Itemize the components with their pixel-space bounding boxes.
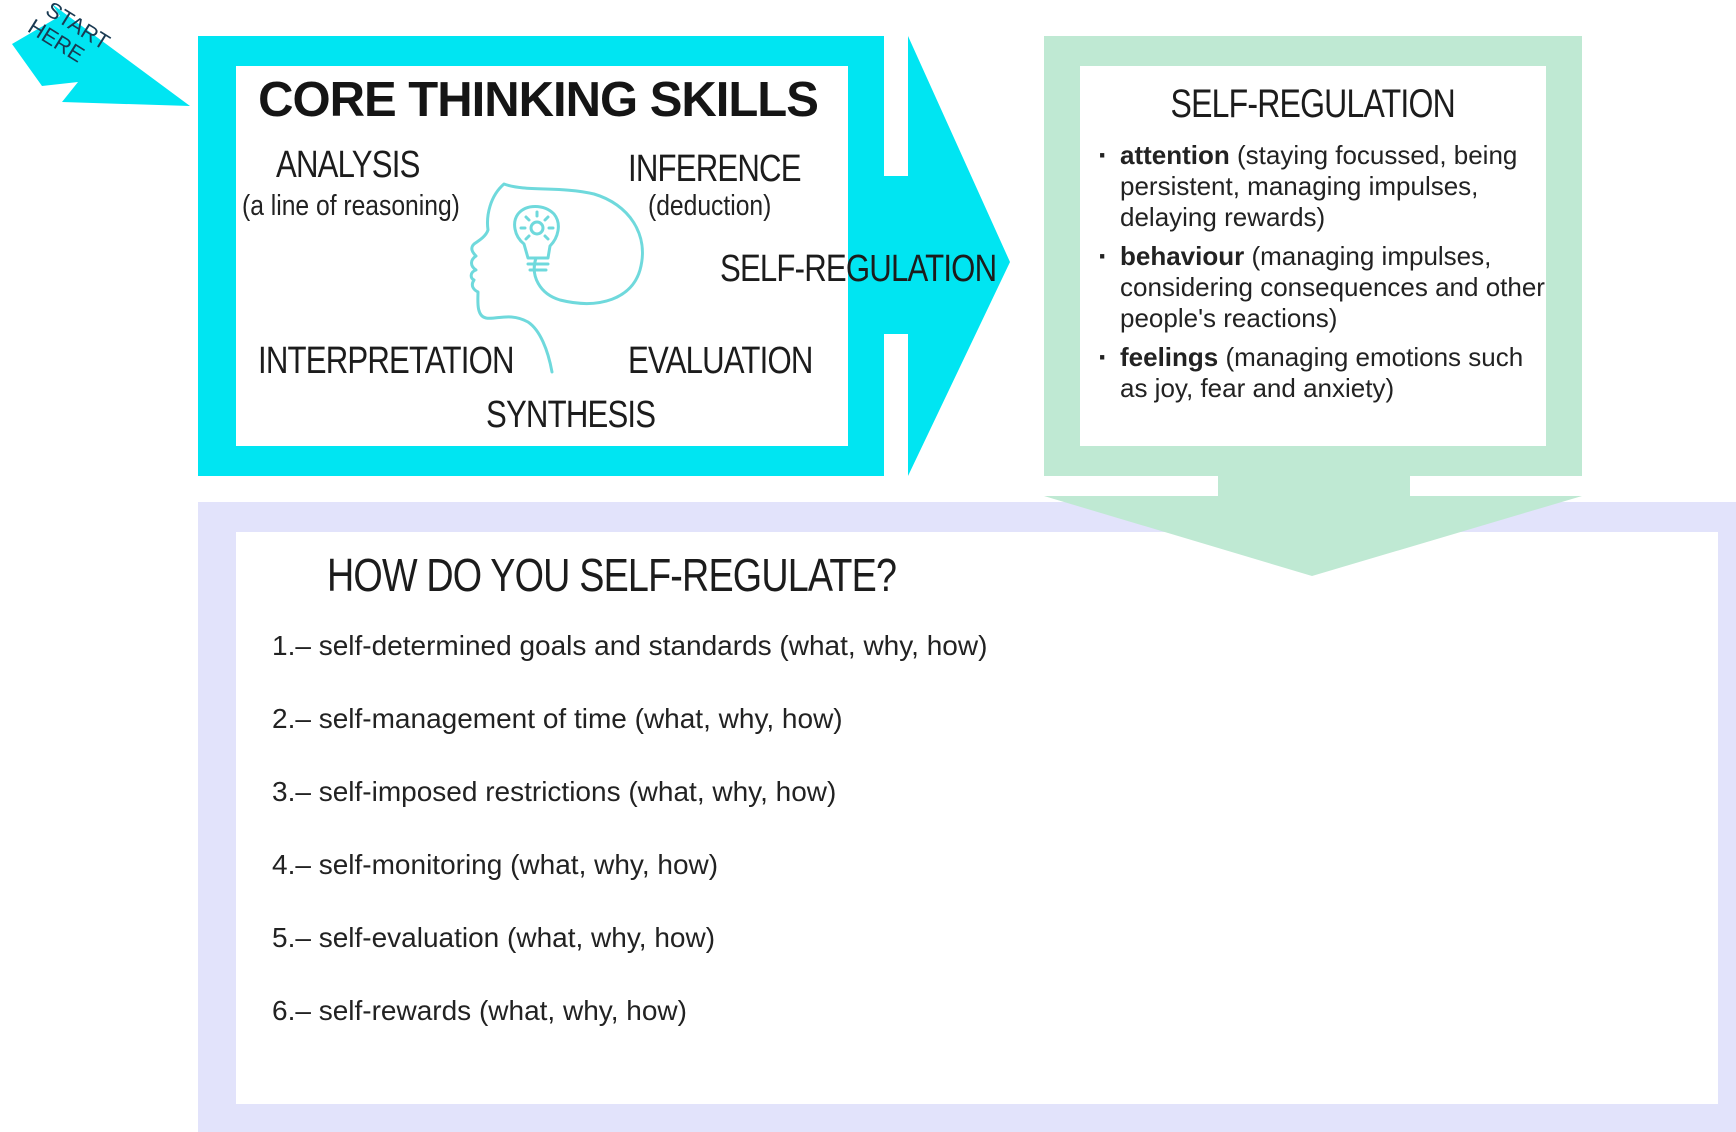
self-regulation-list: attention (staying focussed, being persi… [1096, 140, 1556, 412]
how-list-item: 3.– self-imposed restrictions (what, why… [272, 776, 837, 807]
self-regulation-title-text: SELF-REGULATION [1170, 82, 1456, 126]
item-term: behaviour [1120, 241, 1245, 271]
how-list-item: 4.– self-monitoring (what, why, how) [272, 849, 719, 880]
item-term: feelings [1120, 342, 1219, 372]
how-list: 1.– self-determined goals and standards … [272, 626, 987, 1064]
skill-interpretation: INTERPRETATION [258, 340, 515, 382]
how-list-item: 2.– self-management of time (what, why, … [272, 703, 843, 734]
self-regulation-frame [1044, 36, 1582, 576]
how-list-item: 1.– self-determined goals and standards … [272, 630, 988, 661]
self-regulation-title: SELF-REGULATION [1078, 82, 1548, 127]
skill-analysis-sub: (a line of reasoning) [242, 190, 460, 222]
start-arrow [12, 4, 190, 106]
how-list-item: 5.– self-evaluation (what, why, how) [272, 922, 716, 953]
item-desc: (staying focussed, being persistent, man… [1120, 140, 1518, 232]
skill-inference: INFERENCE [628, 148, 801, 190]
self-regulation-item: attention (staying focussed, being persi… [1096, 140, 1556, 233]
item-term: attention [1120, 140, 1230, 170]
skill-synthesis: SYNTHESIS [486, 394, 656, 436]
how-title: HOW DO YOU SELF-REGULATE? [327, 549, 897, 601]
self-regulation-item: feelings (managing emotions such as joy,… [1096, 342, 1556, 404]
core-title: CORE THINKING SKILLS [258, 73, 819, 127]
skill-evaluation: EVALUATION [628, 340, 813, 382]
skill-inference-sub: (deduction) [648, 190, 772, 222]
head-with-lightbulb-icon [469, 182, 644, 374]
how-list-item: 6.– self-rewards (what, why, how) [272, 995, 687, 1026]
skill-analysis: ANALYSIS [276, 144, 420, 186]
how-panel-inner [236, 532, 1718, 1104]
right-arrow [884, 36, 1010, 476]
item-desc: (managing impulses, considering conseque… [1120, 241, 1545, 333]
self-regulation-item: behaviour (managing impulses, considerin… [1096, 241, 1556, 334]
skill-self-regulation: SELF-REGULATION [720, 248, 997, 290]
item-desc: (managing emotions such as joy, fear and… [1120, 342, 1524, 403]
